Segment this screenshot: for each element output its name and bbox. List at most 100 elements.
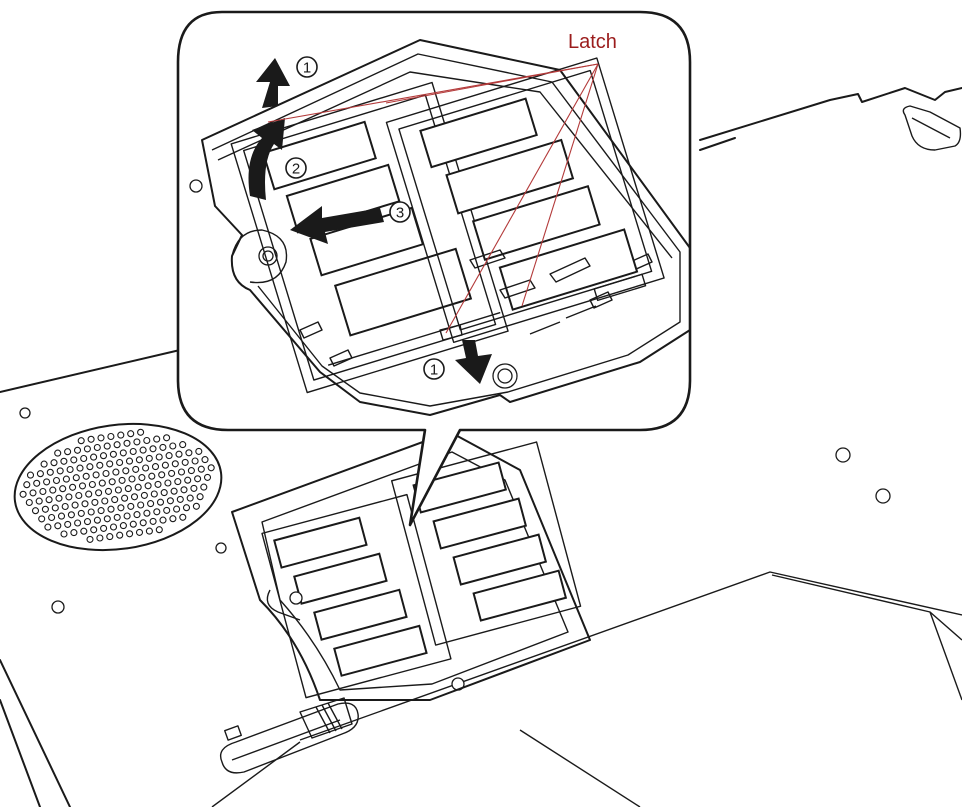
grille-hole <box>163 506 171 514</box>
grille-hole <box>122 467 130 475</box>
grille-hole <box>33 479 41 487</box>
grille-hole <box>195 447 203 455</box>
grille-hole <box>190 484 198 492</box>
grille-hole <box>191 457 199 465</box>
grille-hole <box>45 496 53 504</box>
grille-hole <box>159 516 167 524</box>
grille-hole <box>137 501 145 509</box>
grille-hole <box>112 468 120 476</box>
grille-hole <box>78 482 87 490</box>
grille-hole <box>26 471 35 479</box>
grille-hole <box>69 483 77 491</box>
grille-hole <box>201 456 209 464</box>
grille-hole <box>117 504 125 512</box>
memory-bay-zoomed <box>189 39 691 416</box>
grille-hole <box>181 458 189 466</box>
grille-hole <box>86 535 94 543</box>
grille-hole <box>114 486 122 494</box>
grille-hole <box>29 489 37 497</box>
grille-hole <box>75 491 83 500</box>
grille-hole <box>123 439 131 447</box>
grille-hole <box>60 457 68 465</box>
grille-hole <box>92 471 100 479</box>
grille-hole <box>165 452 173 460</box>
grille-hole <box>149 445 157 453</box>
grille-hole <box>38 515 46 523</box>
grille-hole <box>140 491 148 499</box>
screw-hole <box>875 488 891 504</box>
grille-hole <box>179 441 187 449</box>
grille-hole <box>179 513 187 521</box>
grille-hole <box>147 500 155 508</box>
grille-hole <box>123 512 131 520</box>
grille-hole <box>25 498 33 507</box>
grille-hole <box>35 497 43 505</box>
grille-hole <box>118 476 126 484</box>
grille-hole <box>169 515 177 523</box>
grille-hole <box>143 509 151 517</box>
grille-hole <box>155 453 163 461</box>
arrow-left-icon <box>290 206 384 244</box>
grille-hole <box>109 523 118 531</box>
grille-hole <box>76 464 84 472</box>
grille-hole <box>139 519 147 527</box>
grille-hole <box>93 443 101 452</box>
latch-callout: Latch <box>267 31 617 334</box>
grille-hole <box>129 520 137 528</box>
grille-hole <box>113 513 121 521</box>
grille-hole <box>96 461 104 469</box>
grille-hole <box>106 533 114 541</box>
grille-hole <box>132 465 140 473</box>
grille-hole <box>180 486 188 494</box>
grille-hole <box>100 524 108 532</box>
grille-hole <box>23 481 31 489</box>
grille-hole <box>88 480 96 489</box>
grille-hole <box>46 468 54 476</box>
grille-hole <box>95 489 103 497</box>
grille-hole <box>54 449 62 457</box>
grille-hole <box>48 513 56 522</box>
grille-hole <box>97 434 105 442</box>
grille-hole <box>150 490 158 498</box>
grille-hole <box>99 452 108 460</box>
grille-hole <box>107 432 115 441</box>
grille-hole <box>169 442 177 450</box>
grille-hole <box>207 464 215 472</box>
grille-hole <box>133 511 141 519</box>
grille-hole <box>166 497 174 505</box>
screw-hole <box>835 447 851 463</box>
grille-hole <box>127 430 135 438</box>
grille-hole <box>121 494 129 502</box>
grille-hole <box>107 505 115 513</box>
grille-hole <box>137 428 145 436</box>
grille-hole <box>103 442 111 450</box>
grille-hole <box>194 475 202 483</box>
grille-hole <box>54 522 62 530</box>
step-number: 2 <box>292 161 300 178</box>
grille-hole <box>70 456 78 464</box>
grille-hole <box>83 518 92 526</box>
grille-hole <box>173 505 181 513</box>
grille-hole <box>177 468 186 476</box>
grille-hole <box>153 435 161 443</box>
grille-hole <box>44 523 52 531</box>
grille-hole <box>98 479 106 487</box>
grille-hole <box>196 493 204 501</box>
memory-bay-small <box>231 431 591 701</box>
grille-hole <box>55 494 63 502</box>
vent-grille <box>13 422 223 552</box>
grille-hole <box>97 507 105 515</box>
grille-hole <box>67 511 75 519</box>
grille-hole <box>185 449 193 457</box>
grille-hole <box>74 519 82 527</box>
grille-hole <box>138 474 146 482</box>
grille-hole <box>160 489 168 497</box>
grille-hole <box>156 498 165 506</box>
grille-hole <box>155 526 163 534</box>
grille-hole <box>102 469 110 478</box>
grille-hole <box>145 454 153 462</box>
grille-hole <box>87 435 95 443</box>
grille-hole <box>19 490 27 498</box>
grille-hole <box>170 487 178 495</box>
screw-hole <box>215 542 227 554</box>
